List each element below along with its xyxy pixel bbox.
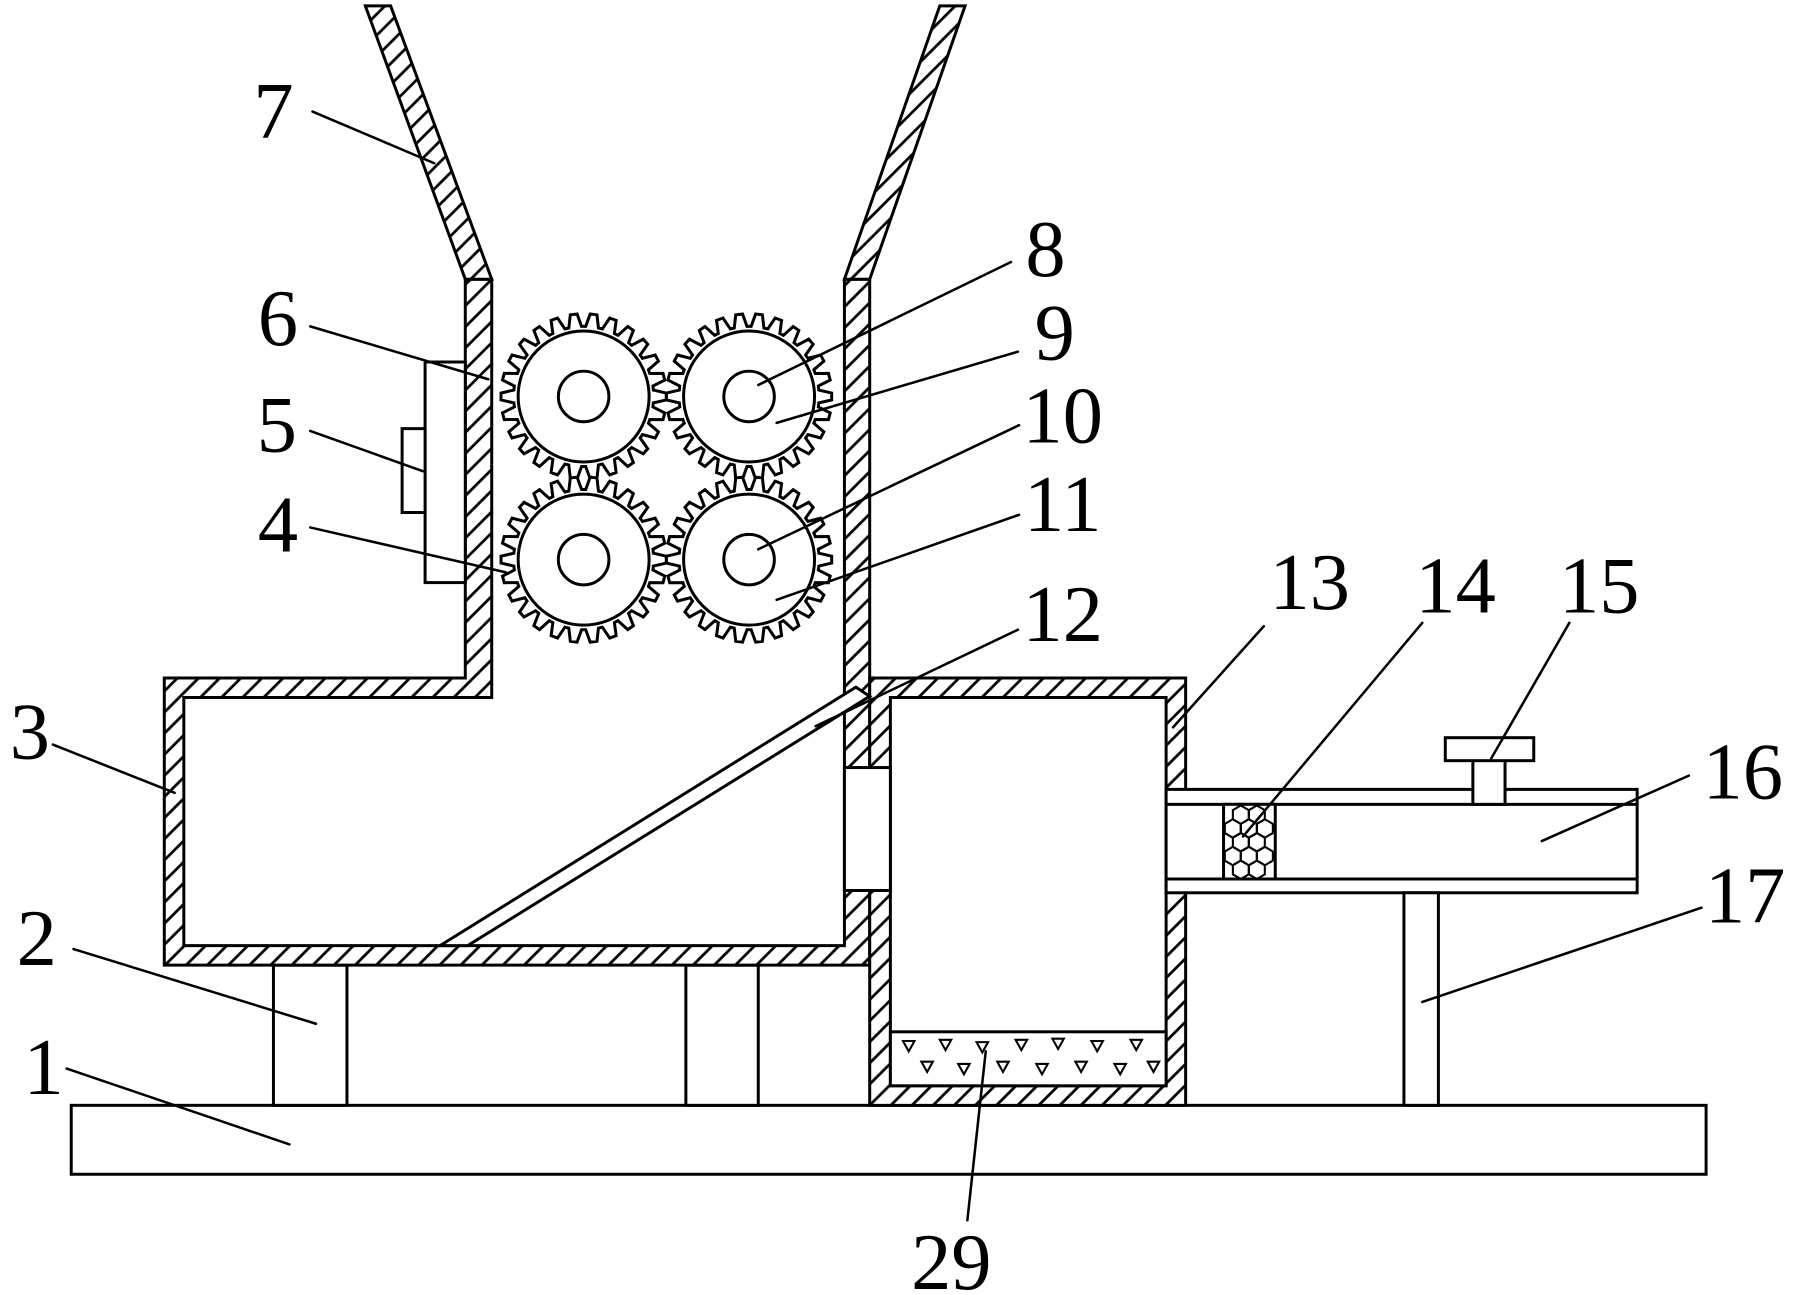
leader-line xyxy=(1540,774,1691,843)
motor xyxy=(400,427,427,514)
callout-number: 9 xyxy=(1035,289,1075,378)
filter-particles xyxy=(901,1037,1161,1077)
filter-particle xyxy=(938,1038,954,1053)
leader-line xyxy=(308,325,490,381)
motor-mount-plate xyxy=(423,360,467,585)
filter-particle xyxy=(956,1062,972,1077)
callout-number: 1 xyxy=(24,1023,64,1112)
leader-line xyxy=(308,526,507,574)
valve-stem xyxy=(1471,756,1507,806)
leader-line xyxy=(756,423,1021,551)
leader-lines xyxy=(51,110,1703,1222)
leader-line xyxy=(814,628,1020,728)
leader-line xyxy=(311,110,436,165)
callout-number: 3 xyxy=(10,687,50,776)
gear xyxy=(499,312,668,481)
gear-hub xyxy=(556,369,611,424)
callout-number: 7 xyxy=(253,67,293,156)
callout-number: 10 xyxy=(1023,371,1103,460)
leader-line xyxy=(756,260,1013,387)
honeycomb-cell xyxy=(1247,859,1266,881)
leader-line xyxy=(72,947,318,1026)
leader-line xyxy=(51,743,176,795)
callout-number: 6 xyxy=(258,274,298,363)
hopper-right-wall xyxy=(842,4,968,281)
filter-particle xyxy=(1089,1039,1105,1054)
callout-number: 13 xyxy=(1270,538,1350,627)
filter-particle xyxy=(919,1060,935,1075)
callout-number: 11 xyxy=(1024,460,1101,549)
callout-number: 17 xyxy=(1705,852,1785,941)
filter-particle xyxy=(974,1041,990,1055)
support-leg-right xyxy=(684,963,760,1107)
callout-number: 8 xyxy=(1025,205,1065,294)
base-plate xyxy=(69,1103,1708,1176)
leader-line xyxy=(775,513,1021,602)
leader-line xyxy=(1489,621,1571,760)
filter-particle xyxy=(1128,1038,1144,1053)
leader-line xyxy=(775,350,1020,425)
filter-particle xyxy=(1050,1037,1066,1052)
hopper-left-wall xyxy=(363,4,494,281)
leader-line xyxy=(966,1050,988,1222)
gear xyxy=(664,475,834,644)
leader-line xyxy=(1241,621,1424,838)
leader-line xyxy=(65,1067,291,1146)
gear-hub xyxy=(556,532,611,587)
support-leg-left xyxy=(271,963,349,1107)
connector-pipe xyxy=(842,766,892,892)
crushing-gears xyxy=(499,312,834,644)
callout-number: 12 xyxy=(1023,570,1103,659)
filter-particle xyxy=(901,1039,917,1054)
inclined-plate xyxy=(434,685,873,948)
filter-particle xyxy=(1013,1038,1029,1053)
callout-number: 14 xyxy=(1415,541,1495,630)
valve-honeycomb xyxy=(1223,804,1274,881)
gear-hub xyxy=(722,369,776,424)
leader-line xyxy=(1421,906,1703,1004)
callout-numbers: 1 2 3 4 5 6 7 8 9 10 11 12 13 14 15 16 1… xyxy=(10,67,1786,1295)
callout-number: 15 xyxy=(1559,541,1639,630)
valve-cap xyxy=(1443,736,1536,763)
filter-particle xyxy=(1073,1060,1089,1075)
filter-particle xyxy=(1112,1062,1128,1077)
gear xyxy=(664,312,834,481)
callout-number: 4 xyxy=(258,481,298,570)
gear-hub xyxy=(722,532,776,587)
gear xyxy=(499,475,668,644)
callout-number: 2 xyxy=(17,894,57,983)
callout-number: 5 xyxy=(257,381,297,470)
filter-particle xyxy=(1034,1062,1050,1077)
filter-particle xyxy=(1145,1060,1161,1075)
callout-number: 16 xyxy=(1703,728,1783,817)
callout-number: 29 xyxy=(911,1218,991,1295)
filter-layer xyxy=(888,1030,1168,1088)
leader-line xyxy=(1171,624,1266,729)
leader-line xyxy=(308,429,425,473)
filter-particle xyxy=(995,1060,1011,1075)
